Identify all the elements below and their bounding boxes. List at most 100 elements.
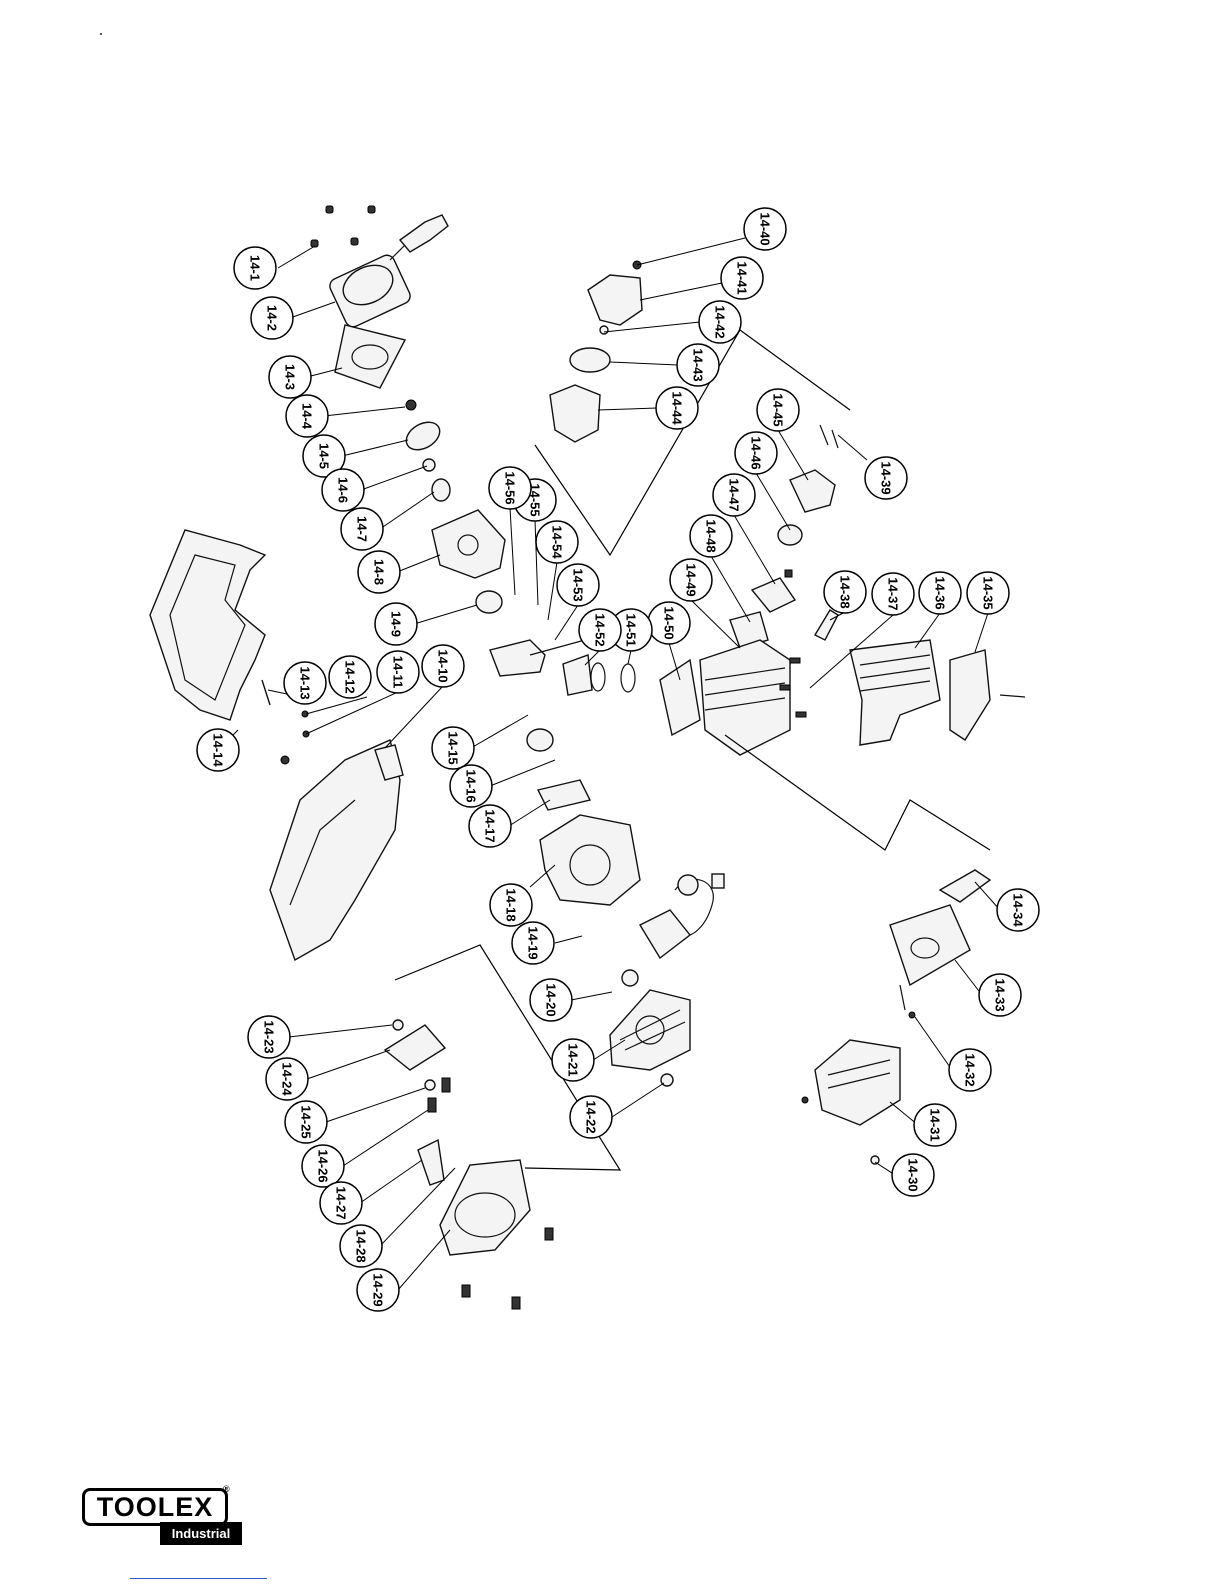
callout-14-33: 14-33 xyxy=(978,973,1022,1017)
svg-text:14-14: 14-14 xyxy=(211,733,226,767)
svg-text:14-26: 14-26 xyxy=(316,1149,331,1182)
svg-text:14-48: 14-48 xyxy=(704,519,719,552)
corner-mark xyxy=(100,33,102,35)
svg-text:14-30: 14-30 xyxy=(906,1158,921,1191)
svg-text:14-4: 14-4 xyxy=(300,403,315,430)
callout-14-31: 14-31 xyxy=(913,1103,957,1147)
svg-text:14-1: 14-1 xyxy=(248,255,263,281)
toolex-logo: TOOLEX ® Industrial xyxy=(82,1484,242,1548)
svg-text:14-40: 14-40 xyxy=(758,212,773,245)
callout-14-42: 14-42 xyxy=(698,300,742,344)
svg-text:14-41: 14-41 xyxy=(735,261,750,294)
svg-text:14-21: 14-21 xyxy=(566,1043,581,1076)
svg-text:14-46: 14-46 xyxy=(749,436,764,469)
svg-text:14-16: 14-16 xyxy=(464,769,479,802)
svg-text:14-20: 14-20 xyxy=(544,983,559,1016)
callout-14-48: 14-48 xyxy=(689,514,733,558)
svg-text:14-17: 14-17 xyxy=(483,809,498,842)
callout-14-45: 14-45 xyxy=(756,388,800,432)
svg-text:14-54: 14-54 xyxy=(550,525,565,559)
svg-text:14-23: 14-23 xyxy=(262,1020,277,1053)
callout-14-41: 14-41 xyxy=(720,256,764,300)
callout-14-18: 14-18 xyxy=(489,883,533,927)
svg-text:14-18: 14-18 xyxy=(504,888,519,921)
svg-text:14-36: 14-36 xyxy=(933,576,948,609)
svg-text:14-32: 14-32 xyxy=(963,1053,978,1086)
callout-14-15: 14-15 xyxy=(431,726,475,770)
svg-text:14-51: 14-51 xyxy=(624,613,639,646)
callout-14-4: 14-4 xyxy=(285,394,329,438)
svg-text:14-45: 14-45 xyxy=(771,393,786,426)
svg-text:14-44: 14-44 xyxy=(670,391,685,425)
svg-text:14-24: 14-24 xyxy=(280,1062,295,1096)
callout-14-3: 14-3 xyxy=(268,355,312,399)
svg-text:14-15: 14-15 xyxy=(446,731,461,764)
callout-14-52: 14-52 xyxy=(578,608,622,652)
callout-14-40: 14-40 xyxy=(743,207,787,251)
svg-text:14-3: 14-3 xyxy=(283,364,298,390)
svg-text:14-35: 14-35 xyxy=(981,576,996,609)
callout-14-21: 14-21 xyxy=(551,1038,595,1082)
svg-text:14-38: 14-38 xyxy=(838,575,853,608)
svg-text:14-7: 14-7 xyxy=(355,516,370,542)
callout-14-56: 14-56 xyxy=(488,466,532,510)
callout-14-36: 14-36 xyxy=(918,571,962,615)
svg-text:14-12: 14-12 xyxy=(343,660,358,693)
callout-14-17: 14-17 xyxy=(468,804,512,848)
callout-14-5: 14-5 xyxy=(302,434,346,478)
svg-text:14-11: 14-11 xyxy=(391,656,406,689)
svg-text:14-50: 14-50 xyxy=(662,606,677,639)
svg-text:14-37: 14-37 xyxy=(886,577,901,610)
svg-text:14-29: 14-29 xyxy=(371,1273,386,1306)
svg-text:14-31: 14-31 xyxy=(928,1108,943,1141)
callout-14-19: 14-19 xyxy=(511,921,555,965)
callout-14-10: 14-10 xyxy=(421,644,465,688)
logo-brand: TOOLEX xyxy=(82,1488,228,1526)
svg-text:14-43: 14-43 xyxy=(691,348,706,381)
svg-text:14-9: 14-9 xyxy=(389,611,404,637)
svg-text:14-49: 14-49 xyxy=(684,563,699,596)
callout-14-20: 14-20 xyxy=(529,978,573,1022)
callout-14-46: 14-46 xyxy=(734,431,778,475)
logo-registered-mark: ® xyxy=(223,1484,230,1494)
callout-14-54: 14-54 xyxy=(535,520,579,564)
callout-14-51: 14-51 xyxy=(609,608,653,652)
callout-14-27: 14-27 xyxy=(319,1181,363,1225)
svg-text:14-6: 14-6 xyxy=(336,477,351,503)
svg-text:14-22: 14-22 xyxy=(584,1100,599,1133)
svg-text:14-27: 14-27 xyxy=(334,1186,349,1219)
assembly-brackets xyxy=(394,329,991,1171)
logo-subtitle: Industrial xyxy=(160,1522,242,1545)
svg-text:14-2: 14-2 xyxy=(265,305,280,331)
callout-14-22: 14-22 xyxy=(569,1095,613,1139)
callout-14-29: 14-29 xyxy=(356,1268,400,1312)
callout-14-8: 14-8 xyxy=(357,550,401,594)
callout-14-12: 14-12 xyxy=(328,655,372,699)
callout-14-39: 14-39 xyxy=(864,456,908,500)
svg-text:14-52: 14-52 xyxy=(593,613,608,646)
callout-14-50: 14-50 xyxy=(647,601,691,645)
callout-14-34: 14-34 xyxy=(996,888,1040,932)
callout-14-14: 14-14 xyxy=(196,728,240,772)
callout-14-2: 14-2 xyxy=(250,296,294,340)
footer-link-underline[interactable] xyxy=(130,1578,267,1579)
callout-14-35: 14-35 xyxy=(966,571,1010,615)
leader-lines xyxy=(217,237,1001,1291)
callout-14-53: 14-53 xyxy=(556,563,600,607)
callout-14-32: 14-32 xyxy=(948,1048,992,1092)
recoil-starter-drawing xyxy=(329,214,449,328)
callout-14-7: 14-7 xyxy=(340,507,384,551)
svg-text:14-33: 14-33 xyxy=(993,978,1008,1011)
svg-text:14-13: 14-13 xyxy=(298,666,313,699)
svg-text:14-39: 14-39 xyxy=(879,461,894,494)
svg-text:14-19: 14-19 xyxy=(526,926,541,959)
callout-14-13: 14-13 xyxy=(283,661,327,705)
svg-text:14-47: 14-47 xyxy=(727,478,742,511)
callout-14-25: 14-25 xyxy=(284,1100,328,1144)
svg-text:14-25: 14-25 xyxy=(299,1105,314,1138)
callout-14-49: 14-49 xyxy=(669,558,713,602)
svg-text:14-28: 14-28 xyxy=(354,1229,369,1262)
callout-14-1: 14-1 xyxy=(233,246,277,290)
callout-14-44: 14-44 xyxy=(655,386,699,430)
